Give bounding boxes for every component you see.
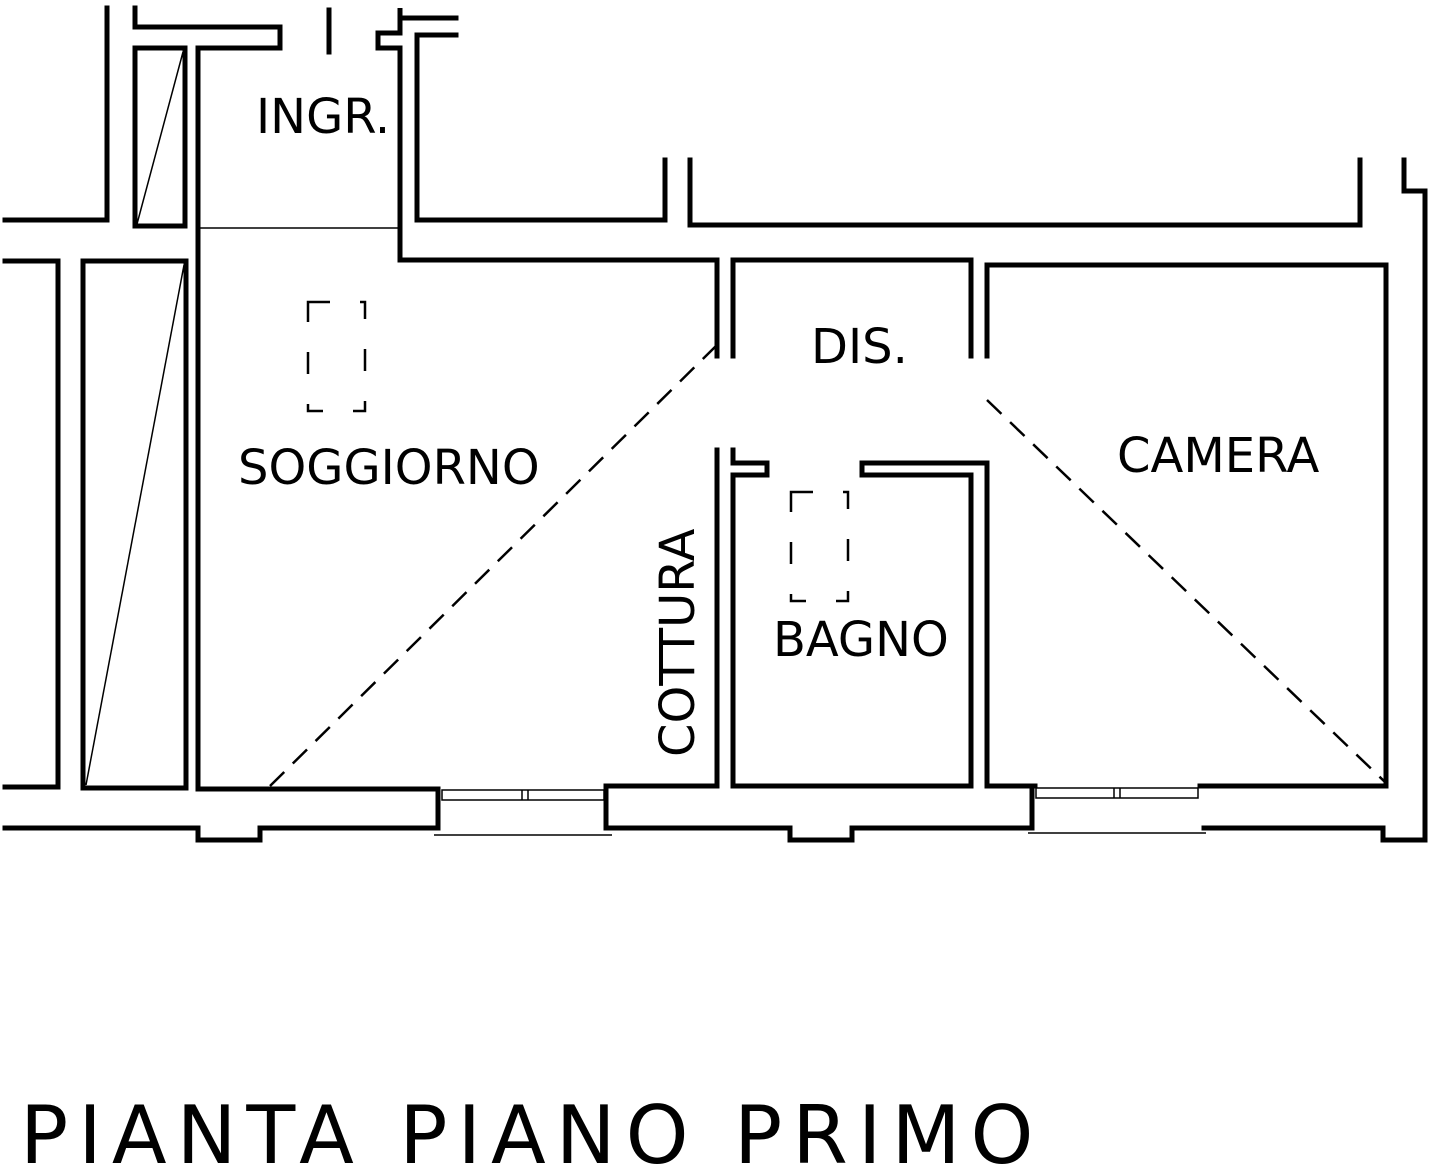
- room-label-disimpegno: DIS.: [811, 319, 908, 375]
- wall-right-exterior: [1201, 157, 1428, 843]
- room-label-ingresso: INGR.: [256, 89, 390, 145]
- window-right: [1028, 787, 1206, 834]
- wall-dis-left: [730, 257, 974, 359]
- walls: [2, 5, 1428, 843]
- wall-left-mid: [2, 258, 61, 790]
- stair-shaft-upper: [132, 45, 188, 229]
- room-label-soggiorno: SOGGIORNO: [238, 440, 540, 496]
- wall-entrance-right: [375, 8, 720, 359]
- wall-left-top: [2, 5, 110, 223]
- wall-stair-top: [132, 5, 283, 790]
- wall-bagno: [730, 447, 1038, 789]
- stair-diagonal-lower: [85, 264, 185, 786]
- stair-diagonal-upper: [136, 51, 184, 225]
- wall-upper-right: [687, 157, 1363, 228]
- window-left: [434, 789, 612, 836]
- plan-title: PIANTA PIANO PRIMO: [20, 1089, 1043, 1171]
- dashed-line-soggiorno: [269, 344, 718, 787]
- wall-camera: [984, 262, 1389, 789]
- dashed-line-camera: [986, 399, 1386, 783]
- wall-cottura: [603, 447, 720, 789]
- skylight-symbol-soggiorno: [306, 300, 367, 413]
- stair-shaft-lower: [80, 258, 189, 791]
- wall-bottom-left: [2, 786, 441, 843]
- room-label-cottura: COTTURA: [650, 528, 706, 757]
- room-label-bagno: BAGNO: [773, 612, 949, 668]
- room-label-camera: CAMERA: [1117, 428, 1320, 484]
- skylight-symbol-bagno: [789, 490, 850, 603]
- wall-entrance-inner: [414, 32, 668, 223]
- wall-bottom-mid: [603, 786, 1035, 843]
